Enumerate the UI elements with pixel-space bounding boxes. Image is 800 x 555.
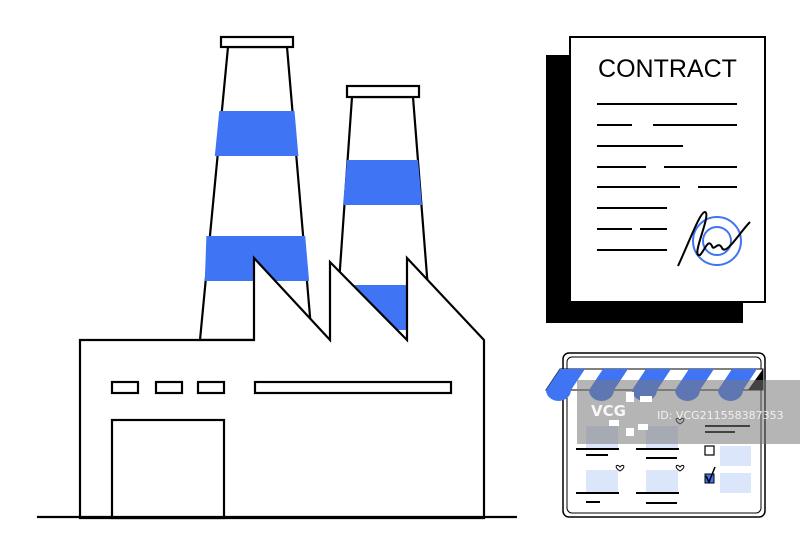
checkbox-unchecked bbox=[704, 445, 715, 456]
watermark-band bbox=[577, 380, 800, 444]
contract-title: CONTRACT bbox=[598, 55, 737, 83]
watermark-id: ID: VCG211558387353 bbox=[657, 409, 784, 422]
watermark-logo-icon bbox=[609, 392, 652, 436]
signature-icon bbox=[677, 210, 751, 267]
seal-icon bbox=[692, 216, 742, 266]
factory-window bbox=[154, 380, 184, 395]
factory-window bbox=[110, 380, 140, 395]
contract-text-lines bbox=[597, 103, 737, 251]
contract-document bbox=[546, 36, 766, 323]
factory-door bbox=[110, 418, 226, 520]
check-icon bbox=[705, 466, 716, 484]
factory-window bbox=[196, 380, 226, 395]
factory bbox=[37, 35, 517, 520]
left-chimney bbox=[198, 35, 314, 342]
factory-window-long bbox=[253, 380, 453, 395]
watermark-brand: VCG bbox=[591, 402, 626, 420]
checkbox-checked bbox=[704, 473, 715, 484]
